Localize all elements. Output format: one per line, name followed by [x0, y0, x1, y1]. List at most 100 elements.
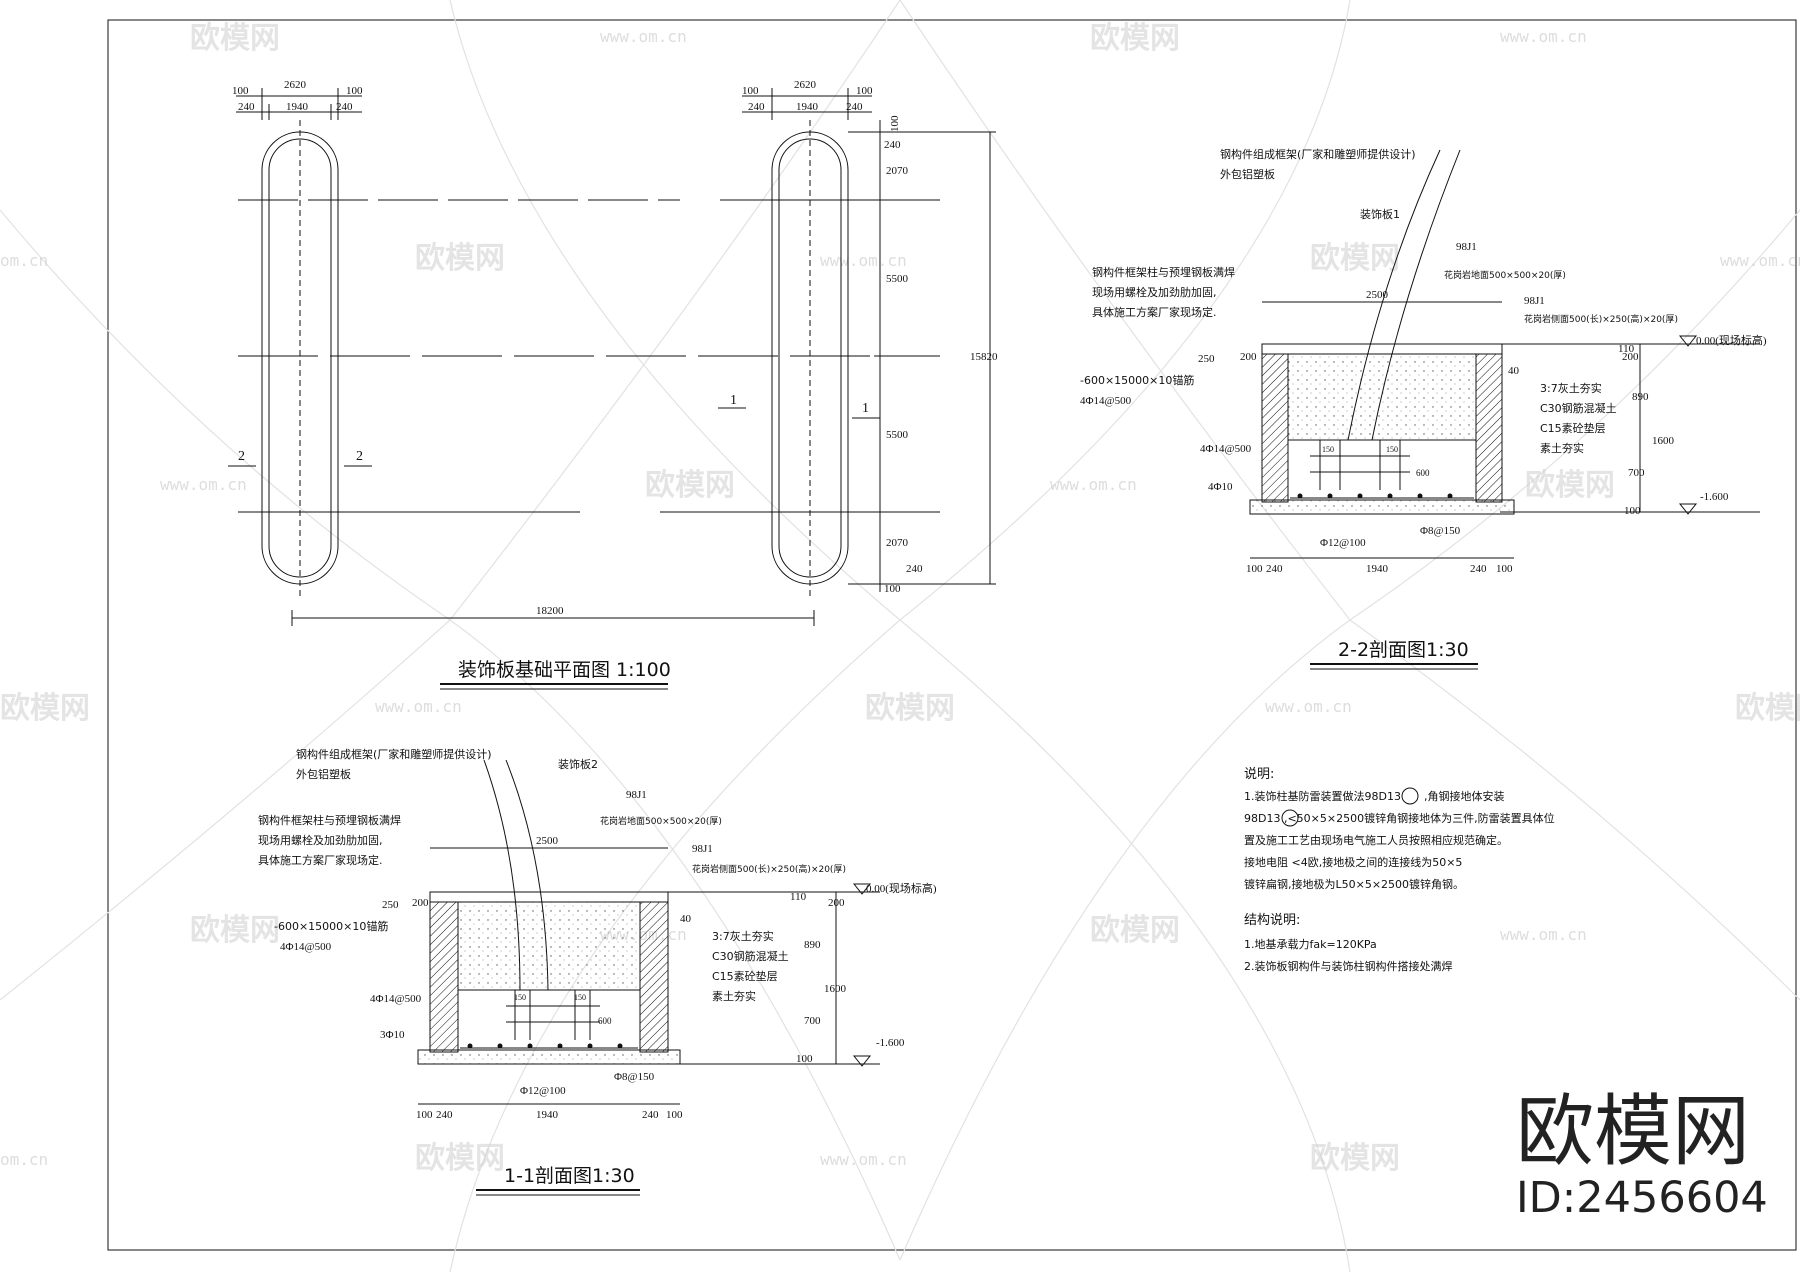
- label-ref: 98J1: [626, 789, 647, 801]
- plan-column-left-inner: [268, 138, 332, 578]
- wm-site: www.om.cn: [820, 251, 907, 270]
- dim: 150: [1386, 445, 1398, 454]
- dim: 100: [232, 85, 249, 97]
- dim: 100: [1624, 505, 1641, 517]
- label-material: 3:7灰土夯实: [1540, 381, 1602, 395]
- wall-left: [1261, 353, 1289, 503]
- dim: 200: [1622, 351, 1639, 363]
- label-bottom: Φ8@150: [614, 1071, 655, 1083]
- dim: 100: [796, 1053, 813, 1065]
- wm-site: www.om.cn: [1500, 925, 1587, 944]
- level-label: -1.600: [876, 1037, 905, 1049]
- dim: 240: [336, 101, 353, 113]
- dim: 240: [906, 563, 923, 575]
- label-material: 素土夯实: [1540, 441, 1584, 455]
- label-ref: 98J1: [1524, 295, 1545, 307]
- dim: 2500: [536, 835, 559, 847]
- label-bottom: Φ12@100: [1320, 537, 1366, 549]
- label-bar: 4Φ14@500: [1200, 443, 1252, 455]
- label-stone-side: 花岗岩侧面500(长)×250(高)×20(厚): [692, 863, 846, 875]
- wm-site: www.om.cn: [600, 27, 687, 46]
- dim: 2500: [1366, 289, 1389, 301]
- wall-right: [639, 901, 669, 1053]
- notes-line: 置及施工工艺由现场电气施工人员按照相应规范确定。: [1244, 833, 1508, 847]
- level-label: -1.600: [1700, 491, 1729, 503]
- label-plate: -600×15000×10锚筋: [274, 919, 388, 933]
- dim: 200: [828, 897, 845, 909]
- label-frame: 钢构件组成框架(厂家和雕塑师提供设计): [296, 747, 492, 761]
- dim: 700: [804, 1015, 821, 1027]
- dim: 100: [1496, 563, 1513, 575]
- dim: 1600: [1652, 435, 1675, 447]
- dim: 1940: [1366, 563, 1389, 575]
- wm-site: www.om.cn: [1265, 697, 1352, 716]
- dim: 2620: [794, 79, 817, 91]
- stone-top: [429, 891, 669, 903]
- dim: 110: [1618, 343, 1635, 355]
- wm-brand: 欧模网: [415, 241, 505, 276]
- plan-view: 1 1 2 2 100 2620 100 240 1940 240 100 26…: [228, 79, 998, 690]
- dim: 100: [1246, 563, 1263, 575]
- wm-brand: 欧模网: [645, 468, 735, 503]
- dim: 5500: [886, 273, 909, 285]
- dim: 150: [1322, 445, 1334, 454]
- label-material: C30钢筋混凝土: [712, 949, 789, 963]
- dim: 200: [412, 897, 429, 909]
- dim: 100: [742, 85, 759, 97]
- label-weld: 钢构件框架柱与预埋钢板满焊: [1092, 265, 1235, 279]
- wm-edge: om.cn: [0, 1150, 48, 1169]
- label-stone-top: 花岗岩地面500×500×20(厚): [600, 815, 722, 827]
- label-material: C30钢筋混凝土: [1540, 401, 1617, 415]
- label-material: C15素砼垫层: [1540, 421, 1606, 435]
- section-mark: 2: [356, 449, 363, 464]
- wm-edge: om.cn: [0, 251, 48, 270]
- dim: 240: [1266, 563, 1283, 575]
- dim: 240: [1470, 563, 1487, 575]
- label-panel: 装饰板2: [558, 757, 598, 771]
- wm-brand: 欧模网: [1310, 1141, 1400, 1176]
- wm-brand: 欧模网: [1310, 241, 1400, 276]
- dim: 2070: [886, 165, 909, 177]
- dim: 200: [1240, 351, 1257, 363]
- dim: 100: [889, 115, 901, 132]
- wm-site: www.om.cn: [1050, 475, 1137, 494]
- level-label: 0.00(现场标高): [1696, 333, 1767, 347]
- label-bar: 3Φ10: [380, 1029, 405, 1041]
- wm-brand: 欧模网: [1090, 21, 1180, 56]
- cushion: [1249, 499, 1515, 515]
- wm-brand: 欧模网: [415, 1141, 505, 1176]
- notes-line: 1.装饰柱基防雷装置做法98D13: [1244, 789, 1401, 803]
- dim: 100: [346, 85, 363, 97]
- label-frame: 钢构件组成框架(厂家和雕塑师提供设计): [1220, 147, 1416, 161]
- struct-line: 2.装饰板钢构件与装饰柱钢构件搭接处满焊: [1244, 959, 1453, 973]
- label-panel: 装饰板1: [1360, 207, 1400, 221]
- wm-brand: 欧模网: [865, 691, 955, 726]
- label-bar: 4Φ10: [1208, 481, 1233, 493]
- label-material: 3:7灰土夯实: [712, 929, 774, 943]
- dim: 2620: [284, 79, 307, 91]
- brand-id: ID:2456604: [1516, 1173, 1768, 1223]
- label-ref: 98J1: [1456, 241, 1477, 253]
- label-stone-top: 花岗岩地面500×500×20(厚): [1444, 269, 1566, 281]
- dim: 1600: [824, 983, 847, 995]
- label-bottom: Φ8@150: [1420, 525, 1461, 537]
- wm-site: www.om.cn: [160, 475, 247, 494]
- notes-line-tail: ,角钢接地体安装: [1424, 789, 1505, 803]
- wm-site: www.om.cn: [1500, 27, 1587, 46]
- brand-watermark: 欧模网: [1516, 1087, 1750, 1177]
- label-weld: 具体施工方案厂家现场定.: [258, 853, 383, 867]
- dim: 1940: [286, 101, 309, 113]
- wall-right: [1475, 353, 1503, 503]
- label-bar: 4Φ14@500: [280, 941, 332, 953]
- section-2-2: 0.00(现场标高) -1.600 钢构件组成框架(厂家和雕塑师提供设计) 外包…: [1080, 147, 1767, 670]
- section11-title: 1-1剖面图1:30: [504, 1165, 635, 1187]
- section-1-1: 0.00(现场标高) -1.600 钢构件组成框架(厂家和雕塑师提供设计) 外包…: [258, 747, 937, 1196]
- section22-title: 2-2剖面图1:30: [1338, 639, 1469, 661]
- level-label: 0.00(现场标高): [866, 881, 937, 895]
- dim: 890: [1632, 391, 1649, 403]
- dim: 700: [1628, 467, 1645, 479]
- dim: 100: [666, 1109, 683, 1121]
- notes-heading: 说明:: [1244, 767, 1274, 782]
- label-weld: 现场用螺栓及加劲肋加固,: [258, 833, 383, 847]
